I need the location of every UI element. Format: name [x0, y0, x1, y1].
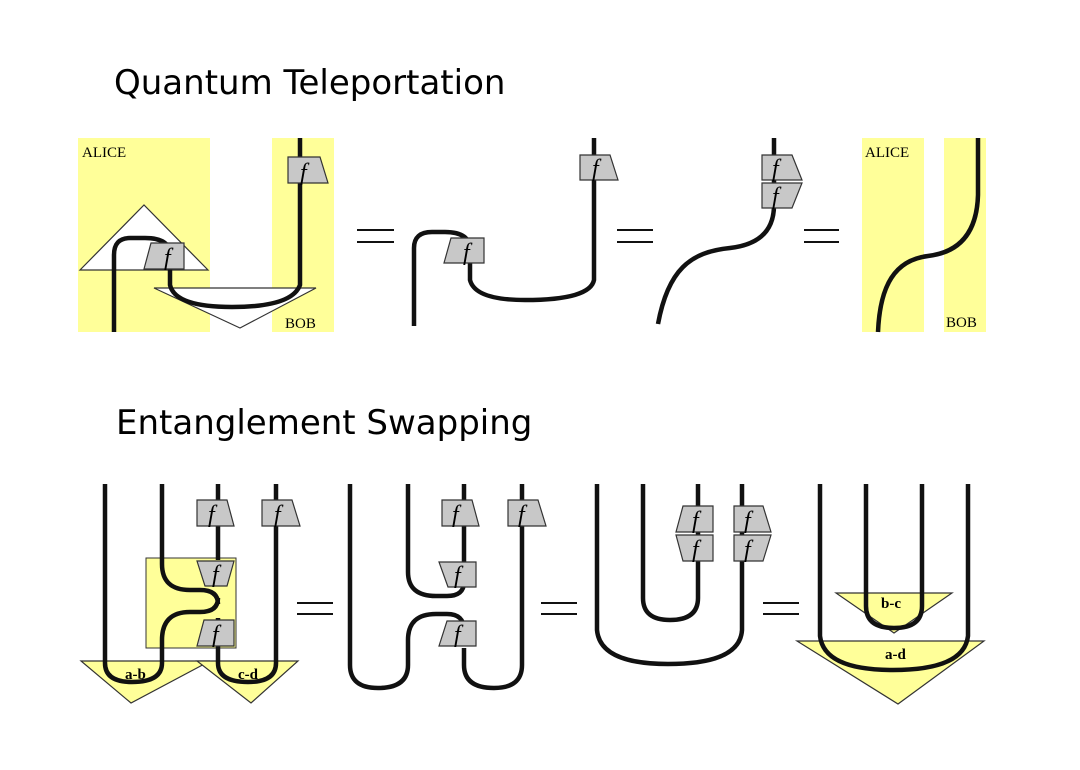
function-box: f: [287, 156, 329, 186]
svg-text:f: f: [772, 184, 782, 210]
wire: [594, 484, 745, 667]
svg-text:f: f: [692, 537, 702, 563]
equals-sign: [617, 229, 653, 243]
svg-text:f: f: [300, 160, 310, 186]
svg-text:f: f: [692, 508, 702, 534]
svg-text:f: f: [772, 156, 782, 182]
alice-label: ALICE: [82, 145, 126, 161]
equals-sign: [297, 602, 333, 615]
wire: [817, 484, 971, 673]
equals-sign: [541, 602, 577, 615]
wire: [411, 138, 597, 326]
title-quantum-teleportation: Quantum Teleportation: [114, 63, 505, 103]
label-ab: a-b: [125, 667, 146, 683]
label-ad: a-d: [885, 647, 906, 663]
function-box: f: [761, 182, 803, 210]
title-entanglement-swapping: Entanglement Swapping: [116, 403, 532, 443]
equals-sign: [763, 602, 799, 615]
svg-text:f: f: [452, 502, 462, 528]
function-box: f: [443, 237, 485, 266]
wire: [347, 484, 467, 691]
equals-sign: [357, 229, 394, 243]
svg-text:f: f: [212, 562, 222, 588]
alice-label: ALICE: [865, 145, 909, 161]
wire: [863, 484, 925, 631]
function-box: f: [733, 534, 772, 563]
svg-text:f: f: [518, 502, 528, 528]
function-box: f: [261, 499, 301, 528]
function-box: f: [196, 499, 235, 528]
svg-text:f: f: [274, 502, 284, 528]
teleportation-diagram-1: ALICE BOB f f: [78, 138, 334, 332]
label-bc: b-c: [881, 596, 901, 612]
function-box: f: [579, 154, 619, 182]
teleportation-diagram-4: ALICE BOB: [862, 138, 986, 333]
svg-text:f: f: [744, 508, 754, 534]
function-box: f: [143, 242, 185, 271]
label-cd: c-d: [238, 667, 259, 683]
swapping-diagram-3: f f f f: [594, 484, 772, 667]
function-box: f: [196, 560, 235, 588]
svg-text:f: f: [454, 622, 464, 648]
function-box: f: [438, 620, 477, 648]
wire: [405, 484, 467, 599]
wire: [461, 484, 525, 691]
wire: [159, 484, 221, 605]
function-box: f: [761, 154, 803, 182]
function-box: f: [675, 534, 714, 563]
alice-region: [862, 138, 924, 332]
teleportation-diagram-2: f f: [411, 138, 619, 326]
teleportation-diagram-3: f f: [655, 138, 803, 325]
equals-sign: [804, 229, 839, 243]
function-box: f: [196, 619, 235, 648]
svg-text:f: f: [592, 156, 602, 182]
bob-label: BOB: [285, 316, 316, 332]
wire: [655, 138, 777, 325]
svg-text:f: f: [454, 563, 464, 589]
swapping-diagram-1: a-b c-d f f f f: [79, 484, 301, 704]
swapping-diagram-2: f f f f: [347, 484, 547, 691]
wire: [102, 484, 221, 685]
function-box: f: [733, 505, 772, 534]
wire: [640, 484, 701, 623]
svg-text:f: f: [164, 245, 174, 271]
alice-wire: [111, 138, 303, 332]
wire: [215, 484, 279, 685]
bob-label: BOB: [946, 315, 977, 331]
function-box: f: [507, 499, 547, 528]
function-box: f: [675, 505, 714, 534]
svg-text:f: f: [212, 622, 222, 648]
wire: [875, 138, 981, 333]
svg-text:f: f: [744, 537, 754, 563]
svg-text:f: f: [208, 502, 218, 528]
state-triangle-ad: [794, 640, 986, 705]
svg-text:f: f: [463, 240, 473, 266]
function-box: f: [438, 561, 477, 589]
swapping-diagram-4: b-c a-d: [794, 484, 986, 705]
function-box: f: [441, 499, 480, 528]
